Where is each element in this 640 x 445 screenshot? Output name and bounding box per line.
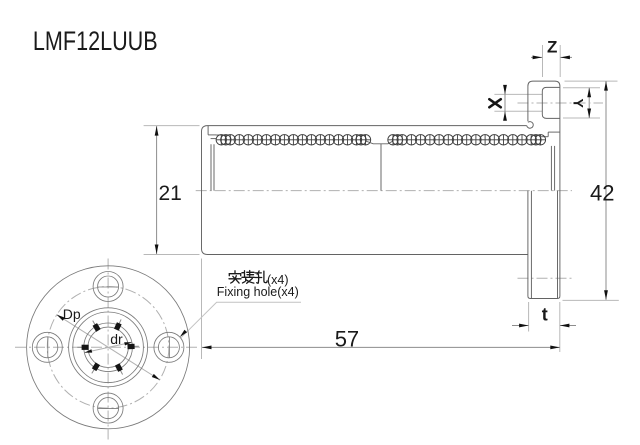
svg-text:57: 57 <box>335 326 359 351</box>
svg-text:Z: Z <box>547 38 557 57</box>
svg-text:LMF12LUUB: LMF12LUUB <box>33 27 158 57</box>
svg-text:t: t <box>542 305 548 325</box>
svg-text:Fixing hole(x4): Fixing hole(x4) <box>217 285 299 299</box>
svg-text:42: 42 <box>590 181 614 206</box>
svg-text:21: 21 <box>159 182 182 205</box>
svg-text:Dp: Dp <box>63 306 81 322</box>
svg-text:Y: Y <box>571 99 587 109</box>
svg-text:dr: dr <box>110 331 123 347</box>
